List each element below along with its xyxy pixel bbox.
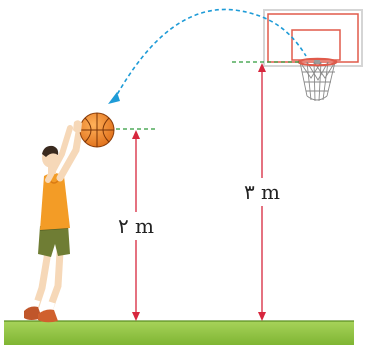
hoop-height-label: ٣ m [244,180,280,204]
shot-height-label: ٢ m [118,214,154,238]
basketball-player-icon [24,122,84,323]
basketball-hoop-icon [263,9,363,102]
player-hand [73,120,82,133]
trajectory-arrowhead-icon [108,92,120,104]
basketball-icon [79,112,115,148]
hoop-height-label-bg [236,178,292,206]
shot-height-label-bg [108,212,164,240]
ground [4,320,354,345]
ball-trajectory [108,8,307,104]
